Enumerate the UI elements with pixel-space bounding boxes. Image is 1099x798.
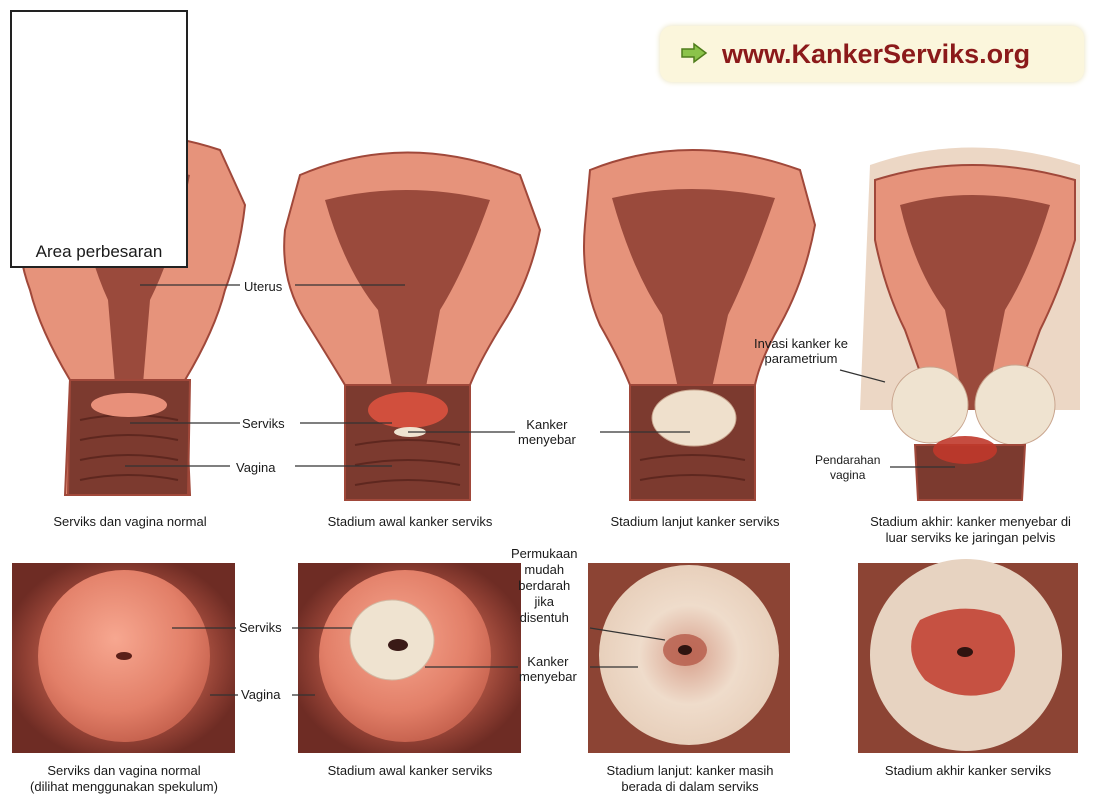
caption-early-top: Stadium awal kanker serviks [290, 514, 530, 530]
label-uterus: Uterus [244, 279, 282, 294]
cervix-normal-view [12, 563, 235, 753]
caption-final-bottom: Stadium akhir kanker serviks [848, 763, 1088, 779]
url-banner[interactable]: www.KankerServiks.org [660, 26, 1084, 82]
label-kanker-menyebar-bottom: Kanker menyebar [519, 654, 577, 684]
area-inset: Area perbesaran [10, 10, 188, 268]
label-vagina-top: Vagina [236, 460, 276, 475]
label-invasi-parametrium: Invasi kanker ke parametrium [754, 336, 848, 366]
uterus-early-illustration [284, 153, 540, 501]
label-serviks-top: Serviks [242, 416, 285, 431]
caption-late-top: Stadium lanjut kanker serviks [575, 514, 815, 530]
uterus-late-illustration [584, 150, 815, 500]
caption-early-bottom: Stadium awal kanker serviks [290, 763, 530, 779]
cervix-early-view [298, 563, 521, 753]
inset-caption: Area perbesaran [12, 242, 186, 262]
cervix-late-view [588, 563, 790, 753]
caption-normal-bottom: Serviks dan vagina normal (dilihat mengg… [4, 763, 244, 795]
label-serviks-bottom: Serviks [239, 620, 282, 635]
caption-late-bottom: Stadium lanjut: kanker masih berada di d… [565, 763, 815, 795]
arrow-right-icon [680, 42, 708, 64]
caption-normal-top: Serviks dan vagina normal [10, 514, 250, 530]
label-kanker-menyebar-top: Kanker menyebar [518, 417, 576, 447]
site-url[interactable]: www.KankerServiks.org [722, 39, 1030, 70]
label-vagina-bottom: Vagina [241, 687, 281, 702]
caption-final-top: Stadium akhir: kanker menyebar di luar s… [848, 514, 1093, 546]
label-pendarahan-vagina: Pendarahan vagina [815, 453, 880, 483]
label-permukaan-berdarah: Permukaan mudah berdarah jika disentuh [511, 546, 577, 626]
cervix-final-view [858, 559, 1078, 753]
uterus-final-illustration [860, 148, 1080, 501]
